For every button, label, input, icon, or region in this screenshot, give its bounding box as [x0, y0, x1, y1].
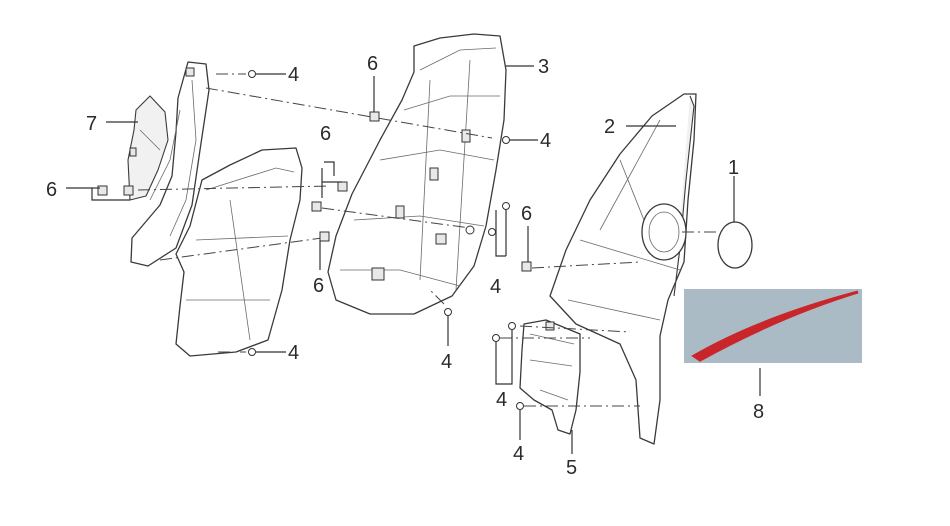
callout-6-right: 6 [521, 203, 532, 225]
assembly-lines [137, 73, 718, 407]
callout-4-lower: 4 [441, 351, 452, 373]
callout-6-middle: 6 [320, 123, 331, 145]
part-1-round-cap [717, 221, 753, 269]
part-3-side-cover [327, 33, 507, 315]
callout-6-left: 6 [46, 179, 57, 201]
screws [248, 70, 524, 410]
callout-4-middle: 4 [490, 276, 501, 298]
callout-3: 3 [538, 56, 549, 78]
screw [248, 70, 256, 78]
screw [516, 402, 524, 410]
clip [319, 231, 330, 242]
screw [502, 136, 510, 144]
callout-5: 5 [566, 457, 577, 479]
callout-labels: 1 2 3 4 4 4 4 4 4 4 5 6 6 6 6 6 7 8 [46, 53, 764, 479]
screw [508, 322, 516, 330]
decal-stripe [691, 290, 859, 362]
callout-2: 2 [604, 116, 615, 138]
callout-4-right-upper: 4 [540, 130, 551, 152]
callout-6-top: 6 [367, 53, 378, 75]
callout-7: 7 [86, 113, 97, 135]
screw [488, 228, 496, 236]
clip [311, 201, 322, 212]
clips [97, 111, 532, 272]
part-8-decal [684, 289, 862, 363]
screw [502, 202, 510, 210]
clip [521, 261, 532, 272]
screw [248, 348, 256, 356]
leader-lines [66, 65, 761, 454]
washer [465, 225, 475, 235]
clip [97, 185, 108, 196]
callout-8: 8 [753, 401, 764, 423]
clip [337, 181, 348, 192]
callout-4-bottom: 4 [513, 443, 524, 465]
callout-1: 1 [728, 157, 739, 179]
clip [123, 185, 134, 196]
callout-4-bottom-left: 4 [288, 342, 299, 364]
lower-side-cover [175, 147, 303, 357]
screw [492, 334, 500, 342]
part-2-front-cover [549, 93, 697, 445]
callout-6-lower: 6 [313, 275, 324, 297]
clip [369, 111, 380, 122]
part-5-lower-bracket [519, 319, 581, 435]
callout-4-top: 4 [288, 64, 299, 86]
screw [444, 308, 452, 316]
callout-4-bracket: 4 [496, 389, 507, 411]
